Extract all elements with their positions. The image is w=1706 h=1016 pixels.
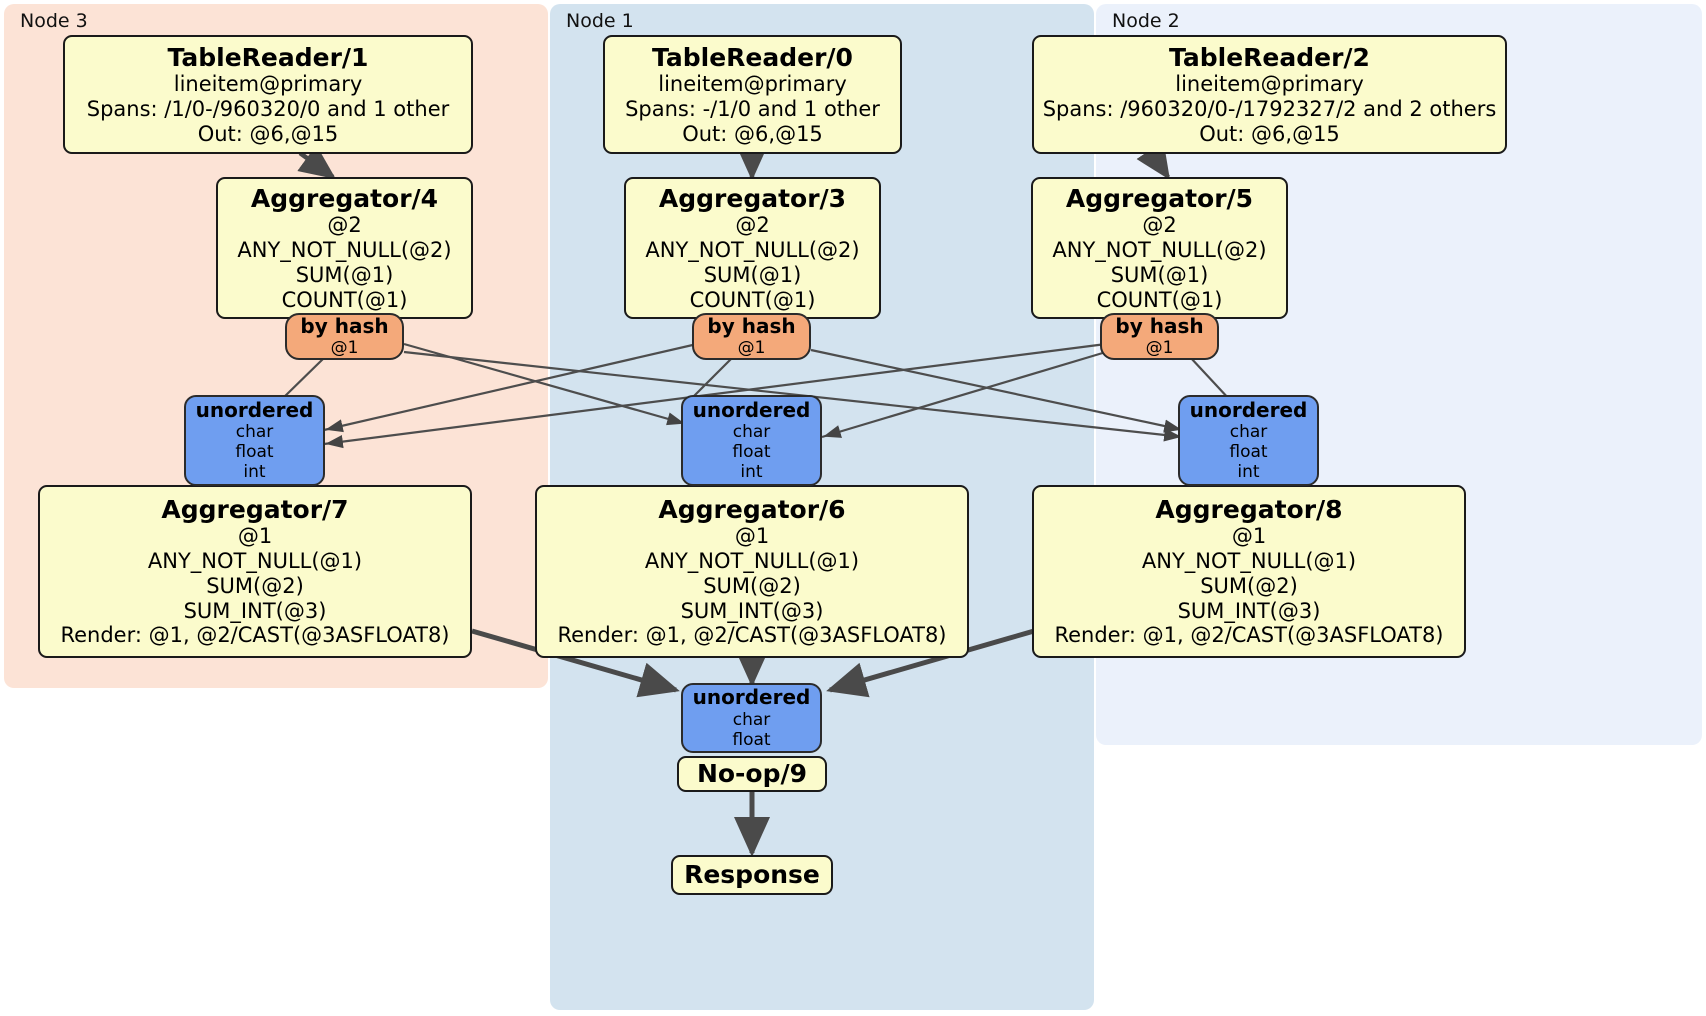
router-detail-line: @1 bbox=[330, 338, 359, 359]
processor-title: No-op/9 bbox=[696, 759, 808, 789]
processor-table-reader-0[interactable]: TableReader/0 lineitem@primary Spans: -/… bbox=[603, 35, 902, 154]
processor-title: TableReader/2 bbox=[1169, 42, 1370, 72]
processor-detail-line: ANY_NOT_NULL(@1) bbox=[1141, 549, 1357, 574]
processor-title: Aggregator/3 bbox=[658, 183, 847, 213]
processor-aggregator-6[interactable]: Aggregator/6 @1 ANY_NOT_NULL(@1) SUM(@2)… bbox=[535, 485, 969, 658]
synchronizer-detail-line: float bbox=[732, 729, 771, 750]
processor-detail-line: COUNT(@1) bbox=[689, 287, 816, 312]
processor-title: Aggregator/6 bbox=[658, 494, 846, 524]
router-title: by hash bbox=[300, 313, 389, 338]
synchronizer-title: unordered bbox=[692, 685, 811, 710]
processor-detail-line: Out: @6,@15 bbox=[1199, 121, 1340, 146]
processor-detail-line: lineitem@primary bbox=[658, 72, 847, 97]
processor-detail-line: SUM_INT(@3) bbox=[183, 598, 327, 623]
synchronizer-detail-line: char bbox=[732, 422, 771, 443]
processor-detail-line: lineitem@primary bbox=[173, 72, 363, 97]
processor-detail-line: @1 bbox=[734, 524, 770, 549]
processor-detail-line: SUM(@1) bbox=[703, 262, 802, 287]
processor-detail-line: SUM(@2) bbox=[1200, 573, 1298, 598]
processor-title: TableReader/0 bbox=[652, 42, 853, 72]
cluster-label-node-3: Node 3 bbox=[20, 10, 88, 32]
synchronizer-detail-line: char bbox=[235, 422, 274, 443]
processor-detail-line: Out: @6,@15 bbox=[197, 121, 339, 146]
synchronizer-title: unordered bbox=[1189, 397, 1308, 422]
cluster-label-node-1: Node 1 bbox=[566, 10, 634, 32]
cluster-label-node-2: Node 2 bbox=[1112, 10, 1180, 32]
synchronizer-unordered-node-2[interactable]: unordered char float int bbox=[1178, 395, 1319, 486]
processor-detail-line: ANY_NOT_NULL(@1) bbox=[644, 549, 860, 574]
synchronizer-unordered-node-3[interactable]: unordered char float int bbox=[184, 395, 325, 486]
synchronizer-title: unordered bbox=[195, 397, 314, 422]
processor-detail-line: @2 bbox=[735, 213, 770, 238]
processor-response[interactable]: Response bbox=[671, 855, 833, 895]
processor-detail-line: SUM(@2) bbox=[703, 573, 801, 598]
processor-detail-line: ANY_NOT_NULL(@1) bbox=[147, 549, 363, 574]
router-by-hash-node-2[interactable]: by hash @1 bbox=[1100, 313, 1219, 360]
processor-detail-line: ANY_NOT_NULL(@2) bbox=[237, 237, 452, 262]
processor-aggregator-5[interactable]: Aggregator/5 @2 ANY_NOT_NULL(@2) SUM(@1)… bbox=[1031, 177, 1288, 319]
processor-title: Aggregator/4 bbox=[250, 183, 439, 213]
synchronizer-detail-line: char bbox=[732, 709, 771, 730]
processor-detail-line: @2 bbox=[1142, 213, 1177, 238]
router-title: by hash bbox=[707, 313, 796, 338]
processor-table-reader-1[interactable]: TableReader/1 lineitem@primary Spans: /1… bbox=[63, 35, 473, 154]
processor-detail-line: lineitem@primary bbox=[1175, 72, 1364, 97]
processor-detail-line: SUM_INT(@3) bbox=[1177, 598, 1321, 623]
synchronizer-unordered-node-1[interactable]: unordered char float int bbox=[681, 395, 822, 486]
processor-aggregator-3[interactable]: Aggregator/3 @2 ANY_NOT_NULL(@2) SUM(@1)… bbox=[624, 177, 881, 319]
router-title: by hash bbox=[1115, 313, 1204, 338]
processor-detail-line: SUM(@2) bbox=[206, 573, 304, 598]
router-by-hash-node-1[interactable]: by hash @1 bbox=[692, 313, 811, 360]
processor-detail-line: Out: @6,@15 bbox=[682, 121, 823, 146]
processor-render-line: Render: @1, @2/CAST(@3ASFLOAT8) bbox=[1054, 623, 1444, 648]
processor-detail-line: COUNT(@1) bbox=[1096, 287, 1223, 312]
processor-detail-line: @1 bbox=[1231, 524, 1267, 549]
synchronizer-title: unordered bbox=[692, 397, 811, 422]
processor-detail-line: Spans: /960320/0-/1792327/2 and 2 others bbox=[1042, 96, 1497, 121]
synchronizer-detail-line: float bbox=[732, 442, 771, 463]
processor-render-line: Render: @1, @2/CAST(@3ASFLOAT8) bbox=[60, 623, 450, 648]
processor-title: Aggregator/7 bbox=[161, 494, 349, 524]
processor-aggregator-7[interactable]: Aggregator/7 @1 ANY_NOT_NULL(@1) SUM(@2)… bbox=[38, 485, 472, 658]
synchronizer-unordered-final[interactable]: unordered char float bbox=[681, 683, 822, 753]
router-detail-line: @1 bbox=[737, 338, 766, 359]
processor-aggregator-8[interactable]: Aggregator/8 @1 ANY_NOT_NULL(@1) SUM(@2)… bbox=[1032, 485, 1466, 658]
synchronizer-detail-line: int bbox=[740, 462, 763, 483]
processor-no-op-9[interactable]: No-op/9 bbox=[677, 756, 827, 792]
processor-aggregator-4[interactable]: Aggregator/4 @2 ANY_NOT_NULL(@2) SUM(@1)… bbox=[216, 177, 473, 319]
processor-detail-line: SUM_INT(@3) bbox=[680, 598, 824, 623]
processor-detail-line: COUNT(@1) bbox=[281, 287, 408, 312]
synchronizer-detail-line: char bbox=[1229, 422, 1268, 443]
router-by-hash-node-3[interactable]: by hash @1 bbox=[285, 313, 404, 360]
processor-detail-line: @1 bbox=[237, 524, 273, 549]
processor-table-reader-2[interactable]: TableReader/2 lineitem@primary Spans: /9… bbox=[1032, 35, 1507, 154]
processor-detail-line: ANY_NOT_NULL(@2) bbox=[1052, 237, 1267, 262]
processor-detail-line: ANY_NOT_NULL(@2) bbox=[645, 237, 860, 262]
synchronizer-detail-line: int bbox=[1237, 462, 1260, 483]
processor-render-line: Render: @1, @2/CAST(@3ASFLOAT8) bbox=[557, 623, 947, 648]
processor-detail-line: SUM(@1) bbox=[295, 262, 394, 287]
synchronizer-detail-line: float bbox=[235, 442, 274, 463]
synchronizer-detail-line: int bbox=[243, 462, 266, 483]
processor-detail-line: SUM(@1) bbox=[1110, 262, 1209, 287]
processor-title: Aggregator/5 bbox=[1065, 183, 1254, 213]
processor-title: TableReader/1 bbox=[167, 42, 369, 72]
processor-detail-line: Spans: /1/0-/960320/0 and 1 other bbox=[86, 96, 450, 121]
processor-title: Aggregator/8 bbox=[1155, 494, 1343, 524]
processor-detail-line: @2 bbox=[327, 213, 362, 238]
processor-title: Response bbox=[684, 860, 820, 890]
processor-detail-line: Spans: -/1/0 and 1 other bbox=[625, 96, 880, 121]
router-detail-line: @1 bbox=[1145, 338, 1174, 359]
synchronizer-detail-line: float bbox=[1229, 442, 1268, 463]
